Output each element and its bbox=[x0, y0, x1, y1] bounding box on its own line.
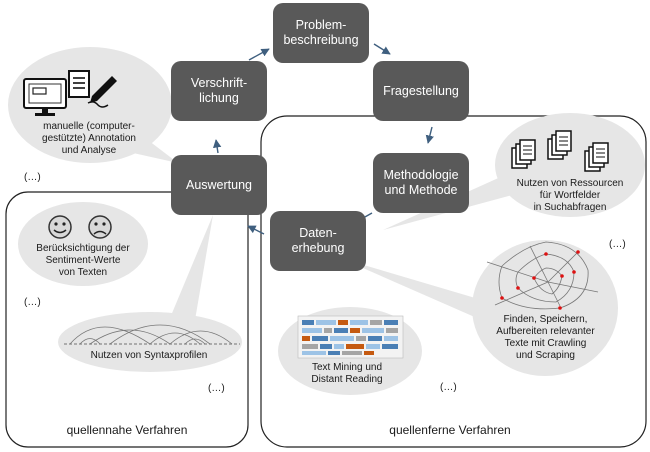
bubble-crawling bbox=[472, 240, 618, 376]
bubble-syntax bbox=[58, 312, 242, 372]
bubbles bbox=[8, 47, 645, 395]
bubble-syntax-tail bbox=[170, 215, 213, 320]
syntax-tree-icon bbox=[64, 324, 240, 345]
note-sentiment: Berücksichtigung der Sentiment-Werte von… bbox=[36, 243, 130, 278]
arrow-auswertung-verschrift bbox=[212, 139, 222, 154]
bubble-crawling-tail bbox=[340, 258, 486, 322]
step-datenerhebung: Daten- erhebung bbox=[270, 211, 366, 271]
documents-stack-icon bbox=[511, 130, 609, 172]
arrow-verschrift-problem bbox=[248, 48, 270, 61]
arrow-daten-auswertung bbox=[247, 225, 265, 235]
step-fragestellung: Fragestellung bbox=[373, 61, 469, 121]
step-verschriftlichung: Verschrift- lichung bbox=[171, 61, 267, 121]
bubble-annotation bbox=[8, 47, 172, 163]
document-pen-icon bbox=[68, 70, 117, 108]
smiley-happy-icon bbox=[48, 215, 72, 239]
arrow-problem-frage bbox=[373, 43, 391, 55]
note-ressourcen: Nutzen von Ressourcen für Wortfelder in … bbox=[516, 178, 624, 213]
ellipsis-fern-1: (…) bbox=[609, 239, 626, 250]
text-mining-bars-icon bbox=[297, 315, 404, 359]
arrow-frage-methodologie bbox=[425, 126, 434, 144]
computer-annotation-icon bbox=[23, 78, 67, 116]
region-label-nah: quellennahe Verfahren bbox=[66, 423, 188, 437]
region-quellennahe bbox=[5, 191, 249, 448]
note-annotation: manuelle (computer- gestützte) Annotatio… bbox=[42, 121, 136, 156]
ellipsis-annotation: (…) bbox=[24, 172, 41, 183]
step-methodologie: Methodologie und Methode bbox=[373, 153, 469, 213]
bubble-ressourcen bbox=[495, 113, 645, 217]
ellipsis-nah-2: (…) bbox=[208, 383, 225, 394]
note-crawling: Finden, Speichern, Aufbereiten relevante… bbox=[496, 314, 595, 361]
smiley-sad-icon bbox=[88, 215, 112, 239]
note-textmining: Text Mining und Distant Reading bbox=[311, 362, 383, 385]
ellipsis-fern-2: (…) bbox=[440, 382, 457, 393]
note-syntax: Nutzen von Syntaxprofilen bbox=[90, 350, 208, 361]
ellipsis-nah-1: (…) bbox=[24, 297, 41, 308]
region-label-fern: quellenferne Verfahren bbox=[389, 423, 511, 437]
step-problembeschreibung: Problem- beschreibung bbox=[273, 3, 369, 63]
step-auswertung: Auswertung bbox=[171, 155, 267, 215]
bubble-annotation-tail bbox=[120, 134, 178, 163]
